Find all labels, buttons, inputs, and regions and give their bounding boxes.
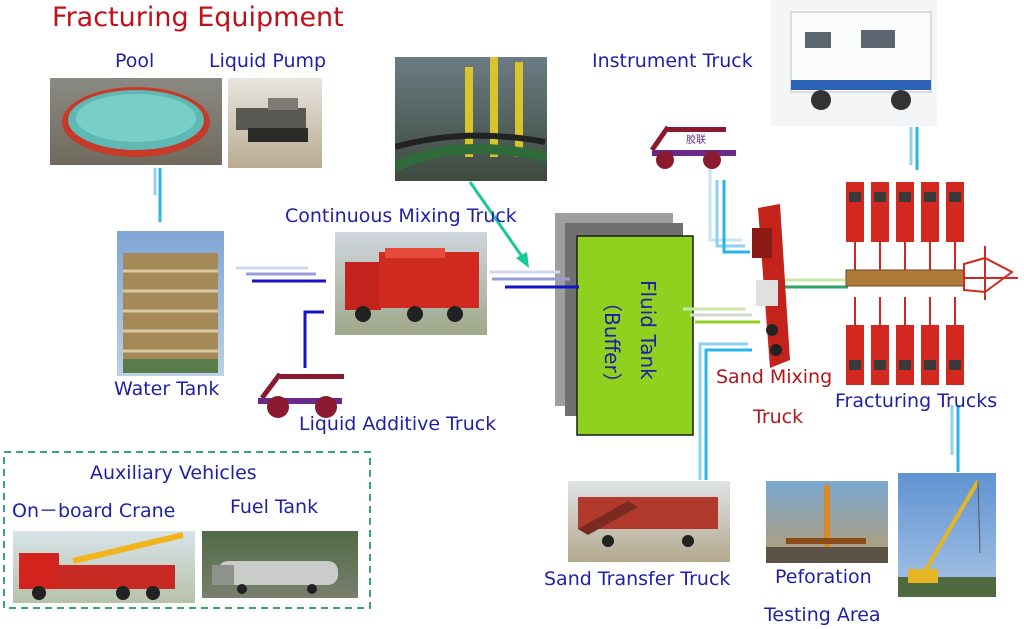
label-sand-transfer-truck: Sand Transfer Truck: [544, 568, 731, 590]
label-peforation: Peforation: [775, 566, 872, 588]
label-liquid-pump: Liquid Pump: [209, 50, 327, 72]
onboard-crane-photo: [13, 531, 195, 603]
teal-arrow: [468, 181, 525, 259]
fracturing-trucks-graphic: [845, 182, 1018, 385]
cart-label: 胶联: [686, 133, 706, 146]
sand-mixing-truck-graphic: [752, 204, 790, 368]
label-fluid-tank: Fluid Tank: [636, 280, 660, 380]
label-auxiliary-vehicles: Auxiliary Vehicles: [90, 462, 257, 484]
label-continuous-mixing-truck: Continuous Mixing Truck: [285, 205, 517, 227]
manifold-photo: [395, 57, 547, 181]
label-testing-area: Testing Area: [764, 604, 881, 626]
label-onboard-crane: On－board Crane: [12, 500, 176, 522]
page-title: Fracturing Equipment: [52, 2, 344, 33]
peforation-photo: [766, 481, 888, 563]
liquid-additive-cart-icon: [258, 372, 344, 418]
cart-icon: 胶联: [649, 125, 736, 169]
label-fuel-tank: Fuel Tank: [230, 496, 319, 518]
label-sand-mixing: Sand Mixing: [716, 366, 833, 388]
pool-photo: [50, 78, 222, 165]
testing-area-photo: [898, 473, 996, 597]
label-pool: Pool: [115, 50, 155, 72]
water-tank-photo: [117, 231, 224, 376]
label-water-tank: Water Tank: [114, 378, 220, 400]
continuous-mixing-truck-photo: [335, 232, 487, 335]
fuel-tank-photo: [202, 531, 358, 598]
liquid-pump-photo: [228, 78, 322, 168]
label-instrument-truck: Instrument Truck: [592, 50, 753, 72]
label-fracturing-trucks: Fracturing Trucks: [835, 390, 998, 412]
fluid-tank: [576, 235, 694, 436]
label-sand-mixing-truck: Truck: [753, 406, 804, 428]
sand-transfer-truck-photo: [568, 481, 730, 562]
additive-line: [303, 310, 324, 368]
label-liquid-additive-truck: Liquid Additive Truck: [299, 413, 497, 435]
auxiliary-box: [3, 451, 371, 609]
label-buffer: （Buffer）: [600, 292, 624, 393]
instrument-truck-photo: [771, 0, 937, 126]
